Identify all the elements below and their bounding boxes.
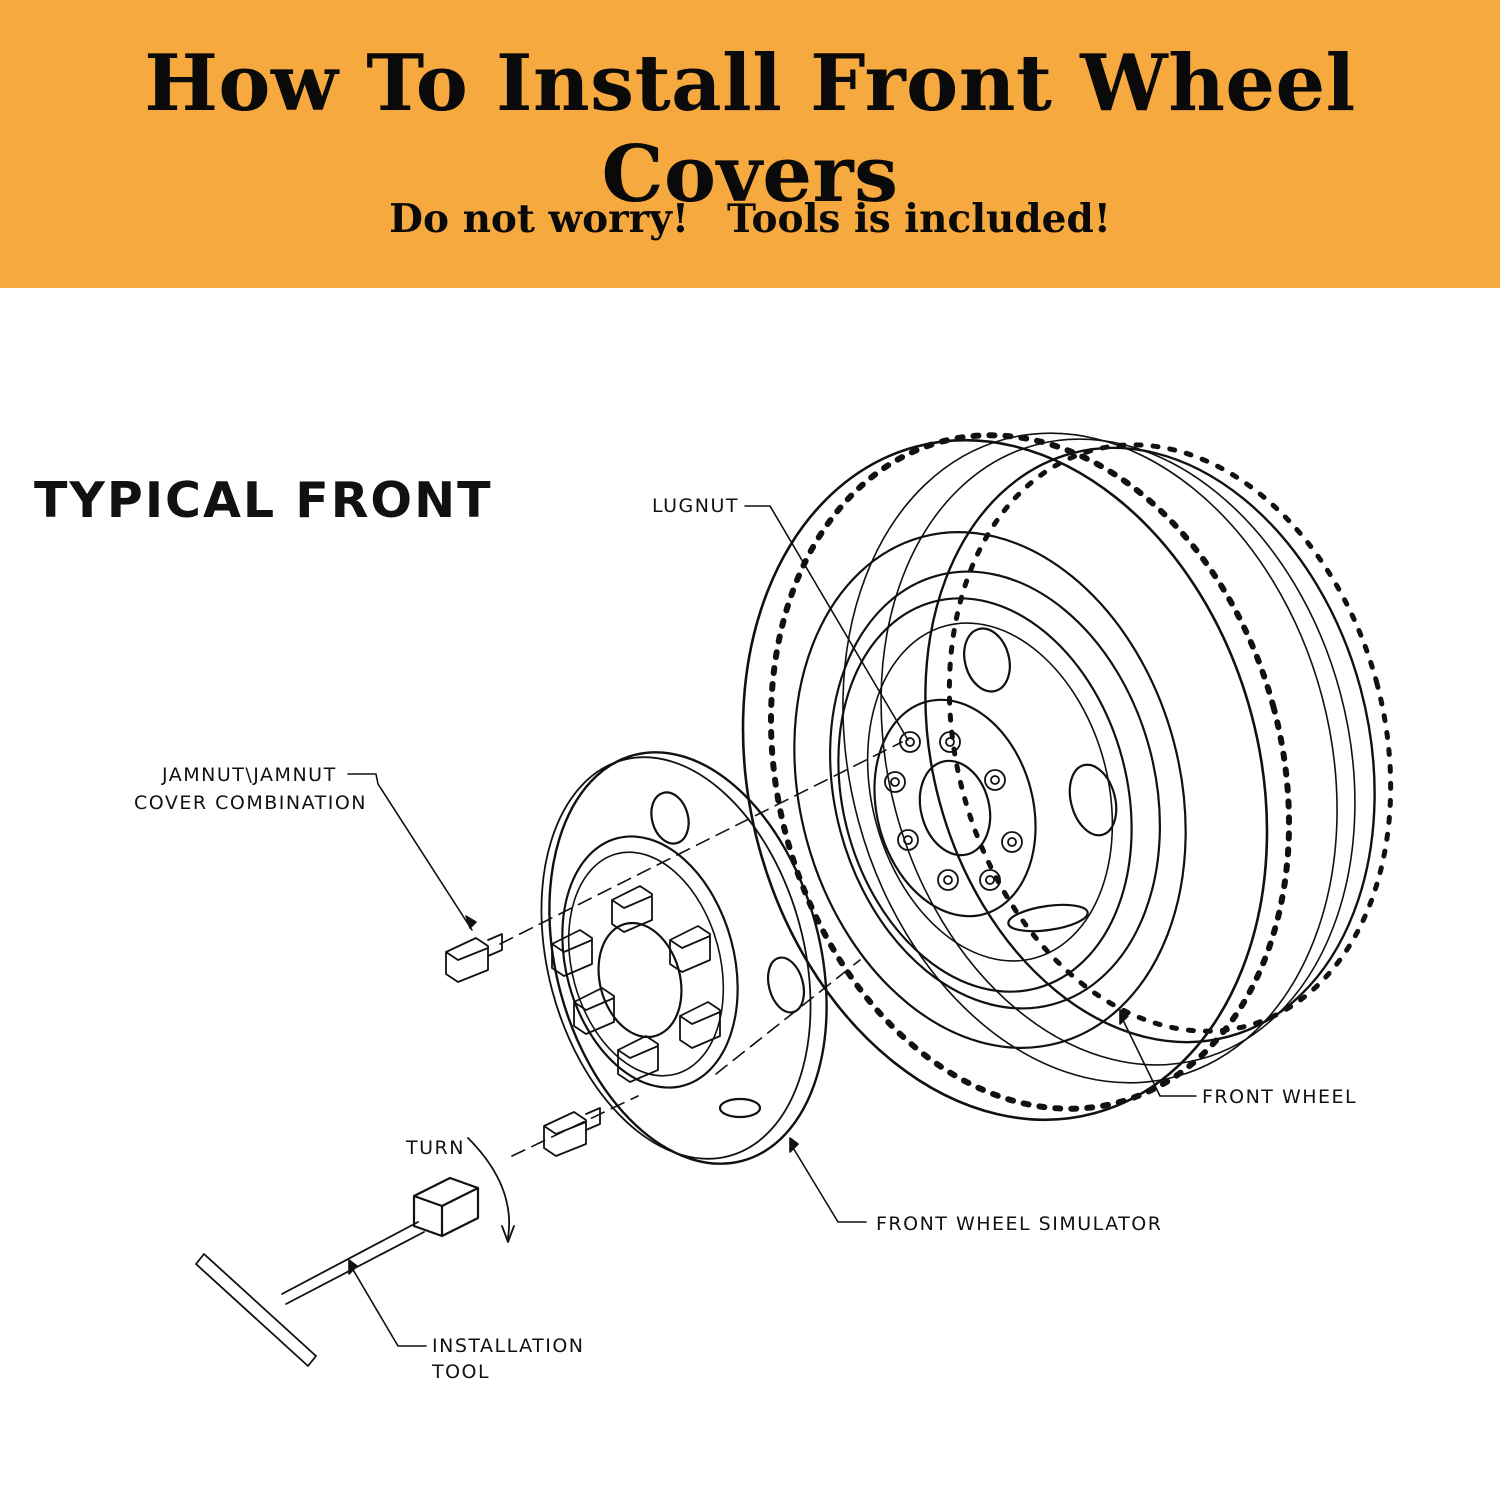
banner-subtitle: Do not worry! Tools is included! bbox=[0, 196, 1500, 242]
subtitle-tools-included: Tools is included! bbox=[727, 196, 1111, 242]
alignment-lines bbox=[499, 741, 903, 1157]
page-title: How To Install Front Wheel Covers bbox=[144, 38, 1356, 220]
header-banner: How To Install Front Wheel Covers Do not… bbox=[0, 0, 1500, 288]
label-turn: TURN bbox=[406, 1137, 465, 1159]
front-wheel-simulator bbox=[540, 751, 828, 1165]
label-installation-tool-line2: TOOL bbox=[432, 1361, 491, 1383]
front-wheel bbox=[741, 432, 1394, 1122]
label-installation-tool-line1: INSTALLATION bbox=[432, 1335, 585, 1357]
diagram-section-title: TYPICAL FRONT bbox=[34, 472, 493, 529]
label-front-wheel: FRONT WHEEL bbox=[1202, 1086, 1358, 1108]
label-jamnut-line2: COVER COMBINATION bbox=[134, 792, 367, 814]
label-lugnut: LUGNUT bbox=[652, 495, 739, 517]
label-jamnut-line1: JAMNUT\JAMNUT bbox=[162, 764, 337, 786]
jamnut bbox=[445, 933, 503, 983]
label-front-wheel-simulator: FRONT WHEEL SIMULATOR bbox=[876, 1213, 1163, 1235]
jamnut-lower bbox=[543, 1107, 601, 1157]
installation-diagram bbox=[195, 432, 1394, 1367]
subtitle-reassurance: Do not worry! bbox=[389, 196, 689, 242]
installation-tool bbox=[195, 1137, 515, 1367]
leader-lines bbox=[347, 505, 1197, 1347]
